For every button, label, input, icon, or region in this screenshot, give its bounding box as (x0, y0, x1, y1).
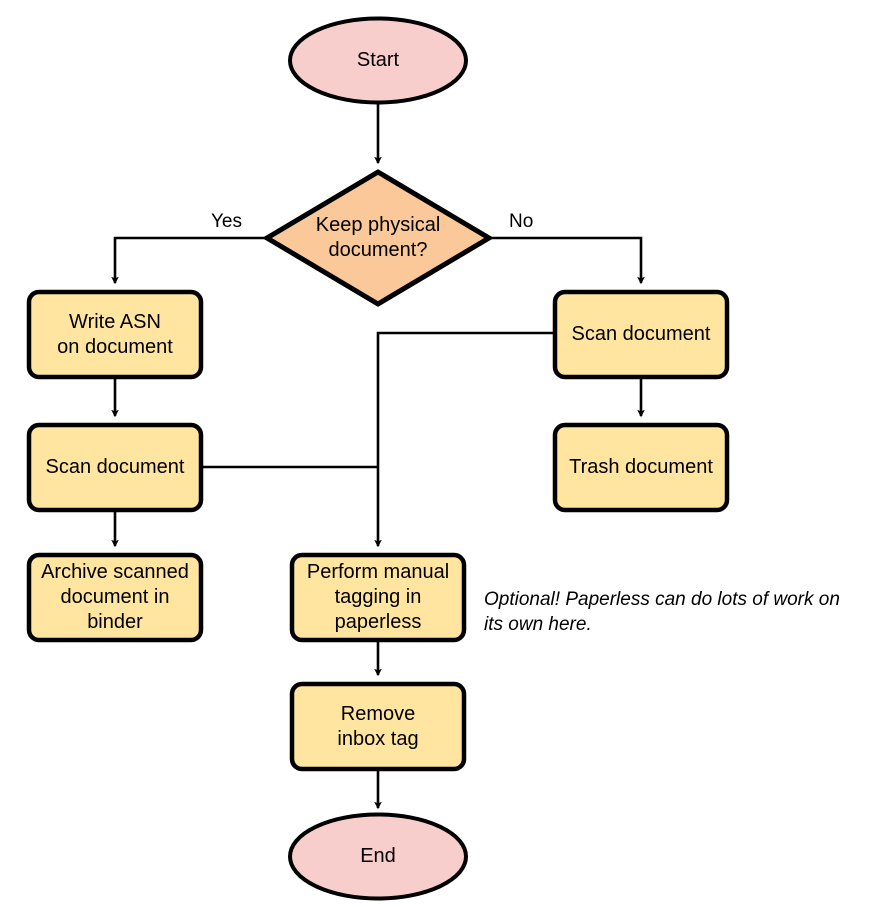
node-trash-document-shape[interactable] (552, 422, 730, 513)
node-scan-document-left-shape[interactable] (26, 422, 204, 513)
node-write-asn-on-document-shape[interactable] (26, 289, 204, 380)
optional-note-text: Optional! Paperless can do lots of work … (484, 589, 840, 635)
node-perform-manual-tagging-in-paperless-shape[interactable] (289, 552, 467, 643)
node-scan-document-right-shape[interactable] (552, 289, 730, 380)
node-start-shape[interactable] (288, 16, 468, 105)
node-keep-physical-document-shape[interactable] (262, 169, 494, 307)
edge-scan-right-to-tagging (374, 331, 553, 548)
edge-label-no: No (509, 211, 534, 232)
node-archive-scanned-document-in-binder-shape[interactable] (26, 552, 204, 643)
edge-decision-yes-to-write-asn (111, 236, 265, 285)
node-end-shape[interactable] (288, 812, 468, 901)
node-remove-inbox-tag-shape[interactable] (289, 681, 467, 772)
edge-decision-no-to-scan-right (491, 236, 645, 285)
edge-label-yes: Yes (211, 211, 242, 232)
